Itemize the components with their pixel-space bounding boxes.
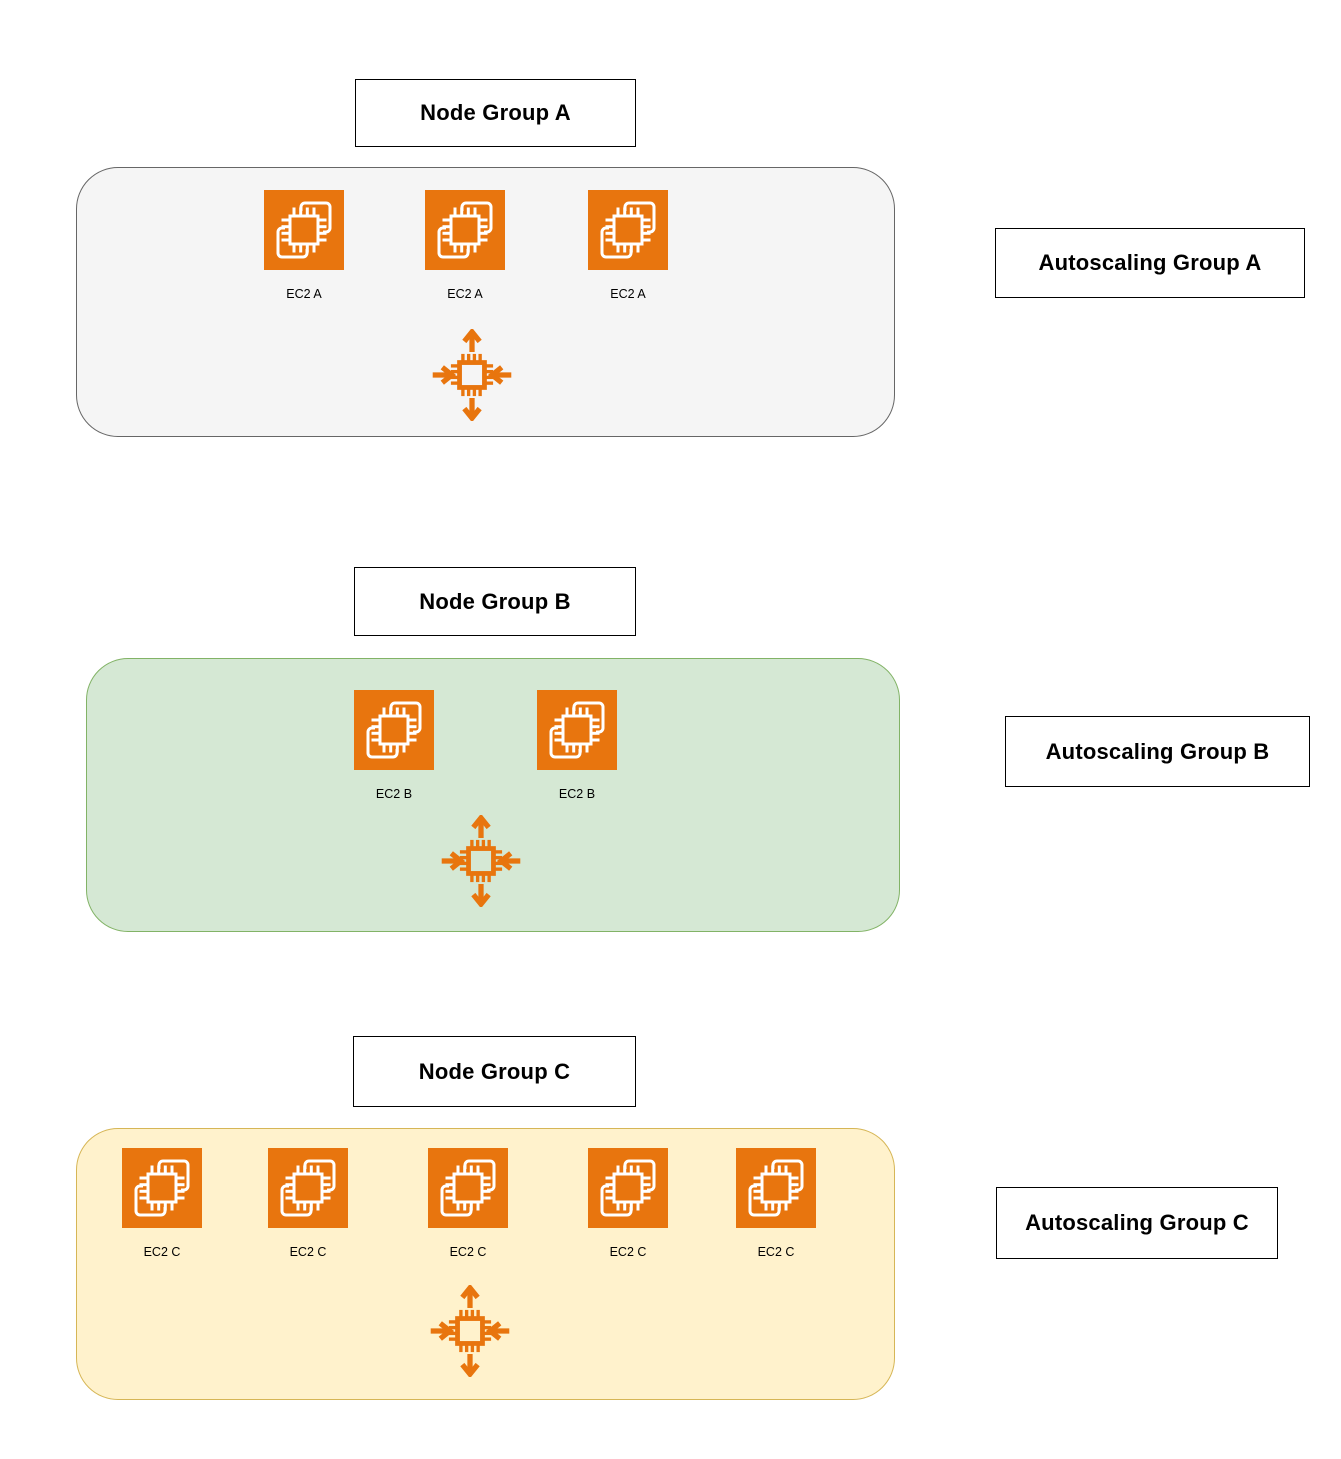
ec2-auto-scaling-icon [426, 329, 518, 421]
autoscaling-group-b-label: Autoscaling Group B [1045, 738, 1270, 764]
ec2-instance-icon [425, 190, 505, 270]
node-group-c-title: Node Group C [418, 1058, 571, 1084]
ec2-instance-icon [354, 690, 434, 770]
ec2-instance-label: EC2 C [449, 1245, 487, 1259]
ec2-instance: EC2 A [244, 190, 364, 301]
ec2-instance-icon [122, 1148, 202, 1228]
ec2-instance-label: EC2 C [289, 1245, 327, 1259]
ec2-instance: EC2 A [568, 190, 688, 301]
ec2-instance-icon [268, 1148, 348, 1228]
ec2-instance-icon [588, 1148, 668, 1228]
ec2-auto-scaling-icon [424, 1285, 516, 1377]
ec2-instance: EC2 C [102, 1148, 222, 1259]
autoscaling-group-a-label-box: Autoscaling Group A [995, 228, 1305, 298]
node-group-c-title-box: Node Group C [353, 1036, 636, 1107]
ec2-instance-label: EC2 C [757, 1245, 795, 1259]
ec2-instance: EC2 C [716, 1148, 836, 1259]
autoscaling-group-c-label-box: Autoscaling Group C [996, 1187, 1278, 1259]
ec2-instance-label: EC2 B [558, 787, 596, 801]
ec2-instance-icon [588, 190, 668, 270]
autoscaling-group-a-label: Autoscaling Group A [1038, 250, 1262, 275]
ec2-instance: EC2 C [568, 1148, 688, 1259]
ec2-instance-label: EC2 A [447, 287, 483, 301]
autoscaling-group-b-label-box: Autoscaling Group B [1005, 716, 1310, 787]
ec2-instance-label: EC2 B [375, 787, 413, 801]
ec2-instance-icon [537, 690, 617, 770]
autoscaling-group-c-label: Autoscaling Group C [1025, 1210, 1249, 1235]
ec2-instance: EC2 B [334, 690, 454, 801]
ec2-instance-label: EC2 A [286, 287, 322, 301]
ec2-instance: EC2 A [405, 190, 525, 301]
node-group-b-title: Node Group B [419, 588, 571, 614]
ec2-instance: EC2 C [248, 1148, 368, 1259]
ec2-instance-label: EC2 A [610, 287, 646, 301]
ec2-instance-icon [264, 190, 344, 270]
ec2-instance: EC2 C [408, 1148, 528, 1259]
ec2-instance-label: EC2 C [143, 1245, 181, 1259]
node-group-a-title-box: Node Group A [355, 79, 636, 147]
node-group-b-title-box: Node Group B [354, 567, 636, 636]
node-group-a-title: Node Group A [420, 100, 571, 125]
ec2-instance-icon [428, 1148, 508, 1228]
node-group-b-boundary [86, 658, 900, 932]
ec2-instance: EC2 B [517, 690, 637, 801]
ec2-auto-scaling-icon [435, 815, 527, 907]
ec2-instance-label: EC2 C [609, 1245, 647, 1259]
ec2-instance-icon [736, 1148, 816, 1228]
